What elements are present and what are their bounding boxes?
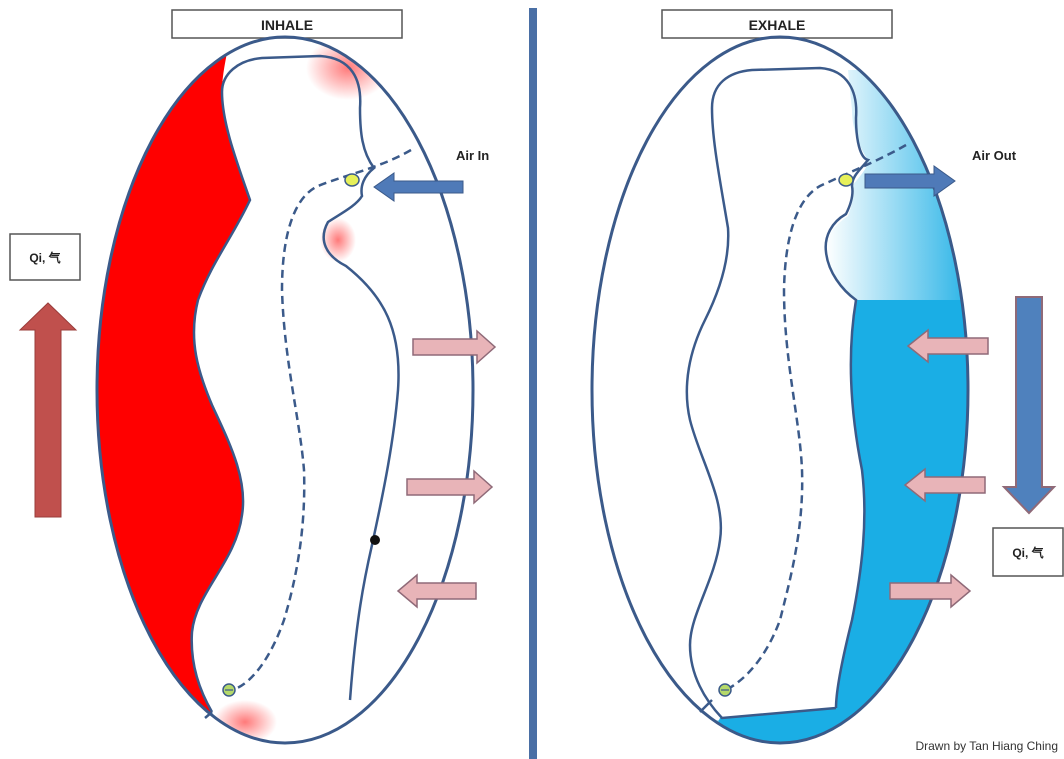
inhale-inner-channel <box>232 150 411 690</box>
inhale-title: INHALE <box>261 17 313 33</box>
inhale-qi-box: Qi, 气 <box>10 234 80 280</box>
inhale-back-red-region <box>90 30 250 740</box>
inhale-air-in-label: Air In <box>456 148 489 163</box>
exhale-tail-line <box>700 700 712 712</box>
exhale-front-blue-region <box>700 300 990 759</box>
exhale-panel: EXHALE Air Out Qi, 气 <box>592 10 1063 759</box>
exhale-qi-down-arrow <box>1004 297 1054 513</box>
inhale-dantian-point <box>370 535 380 545</box>
inhale-title-box: INHALE <box>172 10 402 38</box>
panel-divider <box>529 8 537 759</box>
inhale-pink-arrow-2 <box>407 471 492 503</box>
inhale-pink-arrow-1 <box>413 331 495 363</box>
inhale-qi-up-arrow <box>20 303 76 517</box>
exhale-qi-label: Qi, 气 <box>1012 545 1043 560</box>
inhale-pink-arrow-3 <box>398 575 476 607</box>
inhale-red-fill <box>90 30 390 744</box>
exhale-nose-point <box>839 174 853 186</box>
exhale-title: EXHALE <box>749 17 806 33</box>
exhale-body-outline <box>687 68 868 718</box>
inhale-panel: INHALE Air In Qi <box>10 10 495 744</box>
exhale-title-box: EXHALE <box>662 10 892 38</box>
credit-text: Drawn by Tan Hiang Ching <box>915 739 1058 753</box>
inhale-qi-label: Qi, 气 <box>29 250 60 265</box>
exhale-qi-box: Qi, 气 <box>993 528 1063 576</box>
inhale-air-in-arrow <box>374 173 463 201</box>
inhale-nose-point <box>345 174 359 186</box>
exhale-air-out-label: Air Out <box>972 148 1017 163</box>
